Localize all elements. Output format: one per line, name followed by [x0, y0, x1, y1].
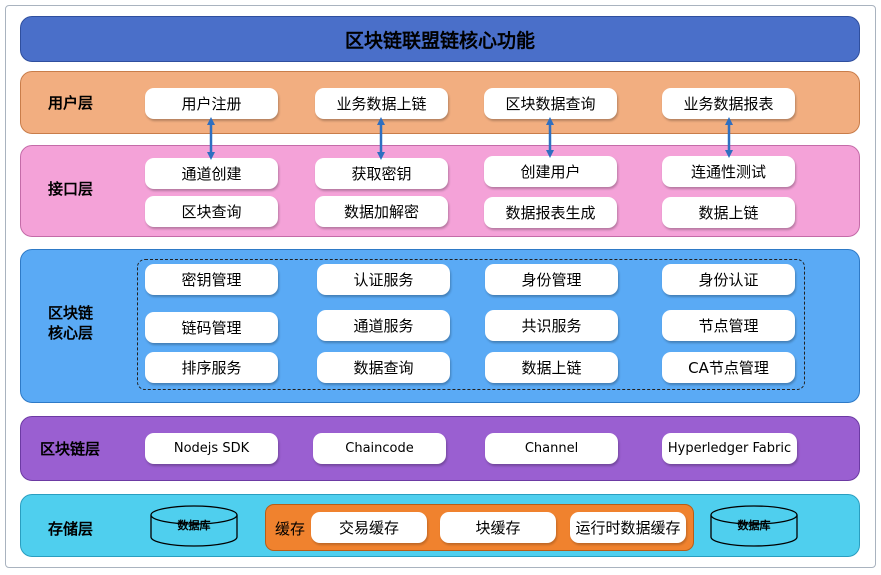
blockchain-layer: 区块链层 Nodejs SDK Chaincode Channel Hyperl…: [20, 416, 860, 481]
cache-item-transaction: 交易缓存: [311, 512, 427, 543]
core-item-chaincode-mgmt: 链码管理: [145, 312, 278, 343]
interface-item-report-generate: 数据报表生成: [484, 197, 617, 228]
interface-item-create-user: 创建用户: [484, 156, 617, 187]
interface-item-block-query: 区块查询: [145, 196, 278, 227]
interface-item-connectivity-test: 连通性测试: [662, 156, 795, 187]
core-item-key-mgmt: 密钥管理: [145, 264, 278, 295]
database-left-icon: [150, 505, 238, 547]
cache-label: 缓存: [275, 520, 306, 538]
storage-layer: 存储层 数据库 缓存 交易缓存 块缓存 运行时数据缓存 数据库: [20, 494, 860, 557]
chain-item-nodejs-sdk: Nodejs SDK: [145, 433, 278, 464]
cache-group: 缓存 交易缓存 块缓存 运行时数据缓存: [265, 504, 694, 551]
cache-item-runtime: 运行时数据缓存: [570, 512, 686, 543]
interface-item-get-key: 获取密钥: [315, 158, 448, 189]
core-item-ca-node-mgmt: CA节点管理: [662, 352, 795, 383]
core-layer-label: 区块链 核心层: [48, 303, 93, 343]
chain-item-channel: Channel: [485, 433, 618, 464]
chain-item-hyperledger-fabric: Hyperledger Fabric: [662, 433, 797, 464]
user-item-business-upload: 业务数据上链: [315, 88, 448, 119]
core-item-channel-service: 通道服务: [317, 310, 450, 341]
user-layer: 用户层 用户注册 业务数据上链 区块数据查询 业务数据报表: [20, 71, 860, 134]
database-left-label: 数据库: [177, 519, 211, 532]
core-item-node-mgmt: 节点管理: [662, 310, 795, 341]
database-right-icon: [710, 505, 798, 547]
core-services-group: [137, 259, 805, 390]
interface-item-channel-create: 通道创建: [145, 158, 278, 189]
core-item-auth-service: 认证服务: [317, 264, 450, 295]
core-item-ordering-service: 排序服务: [145, 352, 278, 383]
interface-layer: 接口层 通道创建 获取密钥 创建用户 连通性测试 区块查询 数据加解密 数据报表…: [20, 145, 860, 237]
database-right-label: 数据库: [737, 519, 771, 532]
core-layer-label-line1: 区块链: [48, 304, 94, 322]
interface-item-data-upload: 数据上链: [662, 197, 795, 228]
core-item-data-upload: 数据上链: [485, 352, 618, 383]
user-layer-label: 用户层: [48, 94, 94, 112]
core-item-consensus-service: 共识服务: [485, 310, 618, 341]
core-item-identity-mgmt: 身份管理: [485, 264, 618, 295]
database-right: 数据库: [709, 505, 799, 547]
cache-item-block: 块缓存: [440, 512, 556, 543]
user-item-business-report: 业务数据报表: [662, 88, 795, 119]
core-layer: 区块链 核心层 密钥管理 认证服务 身份管理 身份认证 链码管理 通道服务 共识…: [20, 249, 860, 403]
interface-layer-label: 接口层: [48, 180, 94, 198]
chain-item-chaincode: Chaincode: [313, 433, 446, 464]
database-left: 数据库: [149, 505, 239, 547]
interface-item-encrypt-decrypt: 数据加解密: [315, 196, 448, 227]
storage-layer-label: 存储层: [48, 520, 94, 538]
core-item-data-query: 数据查询: [317, 352, 450, 383]
diagram-title-text: 区块链联盟链核心功能: [344, 29, 535, 52]
user-item-register: 用户注册: [145, 88, 278, 119]
user-item-block-query: 区块数据查询: [484, 88, 617, 119]
core-layer-label-line2: 核心层: [48, 324, 94, 342]
blockchain-layer-label: 区块链层: [40, 440, 101, 458]
core-item-identity-auth: 身份认证: [662, 264, 795, 295]
diagram-title: 区块链联盟链核心功能: [20, 16, 860, 62]
